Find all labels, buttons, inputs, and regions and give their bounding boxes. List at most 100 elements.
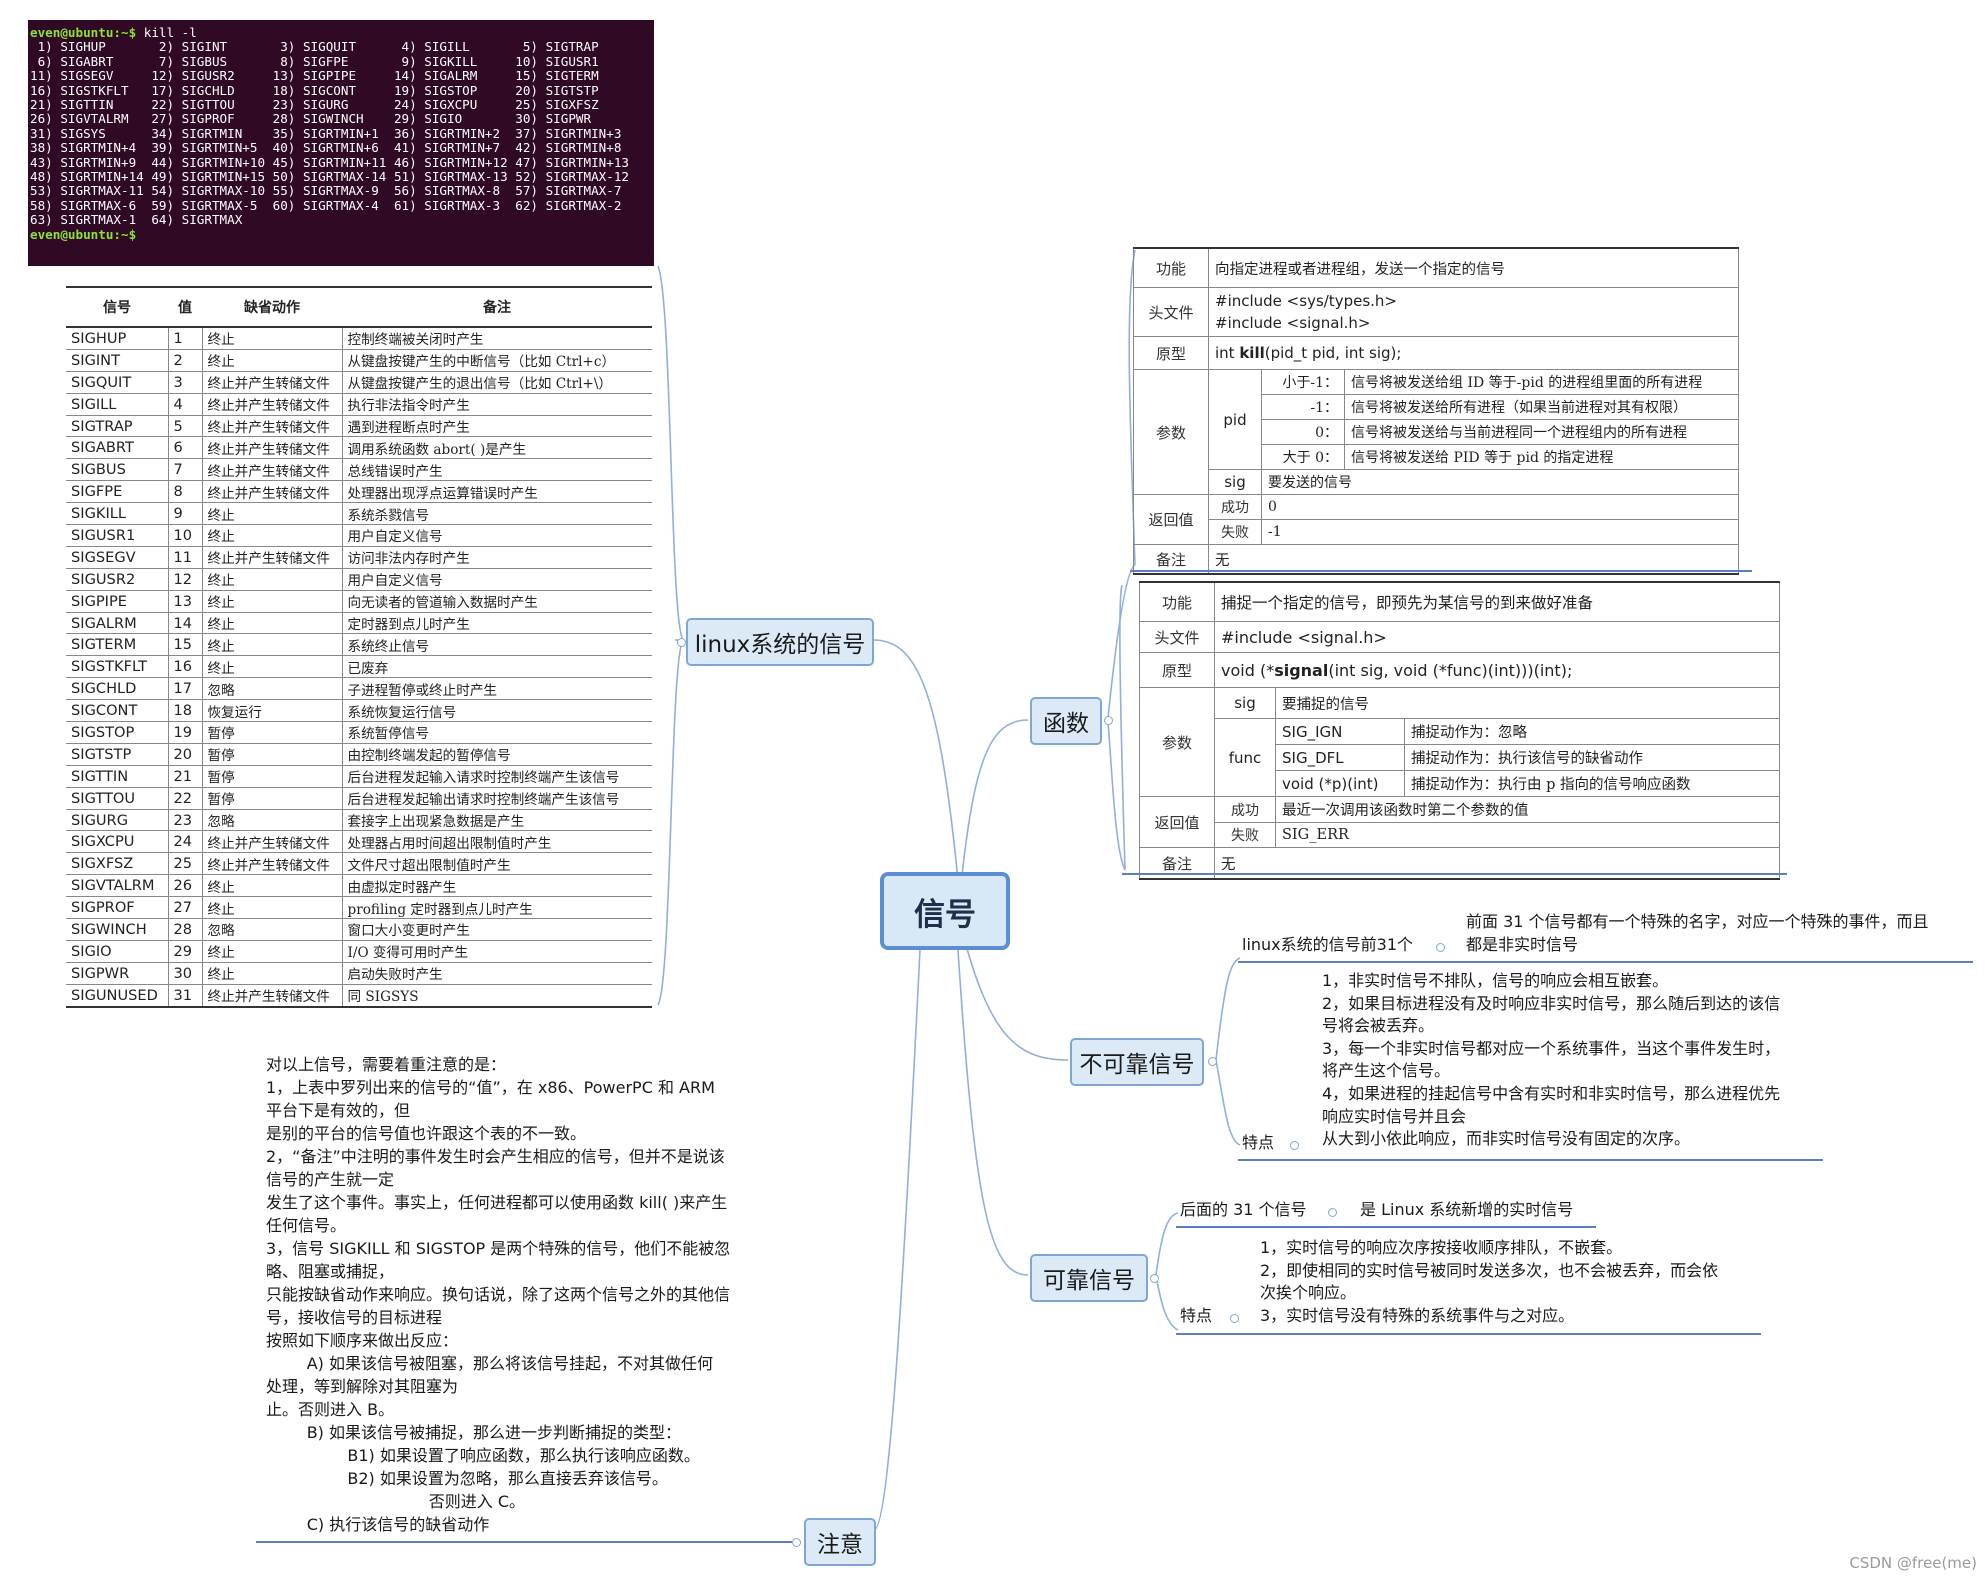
signal-default-action: 终止并产生转储文件 [202,852,343,876]
feature-line: 4，如果进程的挂起信号中含有实时和非实时信号，那么进程优先 [1322,1083,1781,1103]
collapse-icon[interactable] [792,1538,801,1547]
signal-value: 12 [168,568,203,591]
collapse-icon[interactable] [1104,716,1113,725]
signal-value: 22 [168,787,203,810]
signal-prototype: void (*signal(int sig, void (*func)(int)… [1214,652,1780,688]
signal-default-action: 终止并产生转储文件 [202,458,343,482]
signal-value: 1 [168,327,203,350]
signal-remark: 后台进程发起输入请求时控制终端产生该信号 [342,765,652,788]
signal-default-action: 终止 [202,940,343,963]
signal-func-option: SIG_IGN [1275,718,1405,745]
signal-default-action: 终止 [202,633,343,657]
collapse-icon[interactable] [677,638,686,647]
kill-proto-label: 原型 [1133,336,1209,370]
signal-default-action: 终止并产生转储文件 [202,480,343,504]
terminal-command: kill -l [136,25,197,40]
terminal-line: 38) SIGRTMIN+4 39) SIGRTMIN+5 40) SIGRTM… [30,140,622,156]
collapse-icon[interactable] [1328,1208,1337,1217]
signal-remark: 执行非法指令时产生 [342,393,652,416]
reliable-last31-label: 后面的 31 个信号 [1180,1200,1307,1219]
node-functions[interactable]: 函数 [1030,697,1102,745]
signal-value: 29 [168,940,203,963]
signal-name: SIGUSR2 [66,568,169,591]
signal-default-action: 忽略 [202,677,343,701]
signal-remark: I/O 变得可用时产生 [342,940,652,963]
signal-value: 17 [168,677,203,701]
signal-name: SIGSTOP [66,721,169,744]
signal-remark: 调用系统函数 abort( )是产生 [342,436,652,460]
signal-proto-pre: void (* [1221,660,1275,680]
signal-value: 10 [168,524,203,547]
signal-value: 16 [168,655,203,679]
feature-line: 号将会被丢弃。 [1322,1016,1435,1036]
collapse-icon[interactable] [1150,1274,1159,1283]
signal-sig-label: sig [1214,687,1276,719]
kill-func-label: 功能 [1133,247,1209,288]
kill-pid-cond: -1： [1261,394,1345,420]
kill-pid-desc: 信号将被发送给 PID 等于 pid 的指定进程 [1344,444,1739,470]
signal-default-action: 终止 [202,590,343,613]
reliable-feature-label: 特点 [1180,1306,1213,1325]
kill-success-label: 成功 [1208,494,1262,520]
unreliable-features: 1，非实时信号不排队，信号的响应会相互嵌套。2，如果目标进程没有及时响应非实时信… [1322,970,1780,1151]
kill-func-desc: 向指定进程或者进程组，发送一个指定的信号 [1208,247,1739,288]
link-notes [873,949,921,1531]
signal-name: SIGBUS [66,458,169,482]
signal-name: SIGCONT [66,699,169,723]
signal-value: 2 [168,349,203,372]
feature-line: 3，每一个非实时信号都对应一个系统事件，当这个事件发生时， [1322,1038,1781,1058]
terminal-line: 21) SIGTTIN 22) SIGTTOU 23) SIGURG 24) S… [30,97,599,113]
signal-remark: 系统恢复运行信号 [342,699,652,723]
unreliable-first31-desc-1: 前面 31 个信号都有一个特殊的名字，对应一个特殊的事件，而且 [1466,912,1929,931]
signal-value: 7 [168,458,203,482]
signal-remark: 从键盘按键产生的退出信号（比如 Ctrl+\） [342,371,652,394]
signal-default-action: 暂停 [202,787,343,810]
collapse-icon[interactable] [1230,1314,1239,1323]
collapse-icon[interactable] [1436,943,1445,952]
signal-name: SIGKILL [66,502,169,526]
branch-underline [1238,961,1973,963]
signal-default-action: 终止并产生转储文件 [202,546,343,569]
signal-value: 19 [168,721,203,744]
notes-underline [256,1541,792,1543]
center-node[interactable]: 信号 [880,872,1010,950]
signal-remark: 用户自定义信号 [342,524,652,547]
terminal-line: 1) SIGHUP 2) SIGINT 3) SIGQUIT 4) SIGILL… [30,39,599,55]
kill-sig-desc: 要发送的信号 [1261,469,1739,495]
signal-proto-name: signal [1274,660,1329,680]
collapse-icon[interactable] [1290,1141,1299,1150]
signal-value: 23 [168,809,203,832]
node-linux-signals[interactable]: linux系统的信号 [686,618,874,666]
signal-remark: 启动失败时产生 [342,962,652,985]
kill-pid-cond: 大于 0： [1261,444,1345,470]
terminal-line: 48) SIGRTMIN+14 49) SIGRTMIN+15 50) SIGR… [30,169,629,185]
signal-value: 5 [168,415,203,438]
collapse-icon[interactable] [1208,1057,1217,1066]
signal-remark: 系统暂停信号 [342,721,652,744]
signal-default-action: 忽略 [202,918,343,941]
node-notes[interactable]: 注意 [804,1518,876,1566]
node-reliable-signals[interactable]: 可靠信号 [1030,1254,1148,1302]
node-unreliable-signals[interactable]: 不可靠信号 [1070,1038,1204,1086]
signal-func-option-desc: 捕捉动作为：执行该信号的缺省动作 [1404,744,1780,771]
signal-name: SIGHUP [66,327,169,350]
signal-param-label: 参数 [1139,687,1215,797]
signal-table-header: 信号 值 缺省动作 备注 [66,287,652,328]
signal-default-action: 终止并产生转储文件 [202,830,343,854]
unreliable-feature-label: 特点 [1242,1133,1275,1152]
signal-remark: 从键盘按键产生的中断信号（比如 Ctrl+c） [342,349,652,372]
feature-line: 3，实时信号没有特殊的系统事件与之对应。 [1260,1305,1575,1325]
signal-sig-desc: 要捕捉的信号 [1275,687,1780,719]
signal-value: 11 [168,546,203,569]
kill-header-label: 头文件 [1133,287,1209,337]
